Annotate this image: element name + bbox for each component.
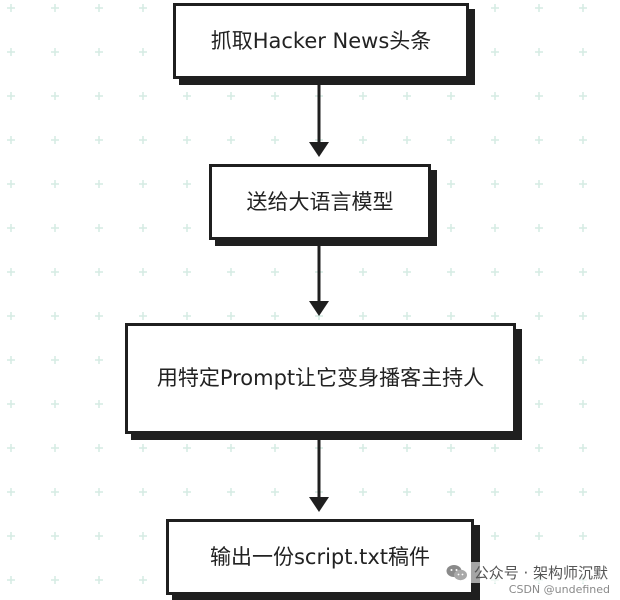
step-node-send-to-llm: 送给大语言模型 <box>209 164 431 240</box>
step-node-podcast-prompt: 用特定Prompt让它变身播客主持人 <box>125 323 516 434</box>
node-label: 抓取Hacker News头条 <box>210 28 432 53</box>
node-label: 输出一份script.txt稿件 <box>209 544 431 569</box>
arrowhead-icon <box>309 497 329 512</box>
arrowhead-icon <box>309 301 329 316</box>
watermark-text: 公众号 · 架构师沉默 <box>473 564 608 582</box>
arrowhead-icon <box>309 142 329 157</box>
background-grid <box>7 4 587 584</box>
step-node-output-script: 输出一份script.txt稿件 <box>166 519 474 595</box>
credit-text: CSDN @undefined <box>508 583 610 596</box>
connector-group <box>309 80 329 512</box>
node-label: 用特定Prompt让它变身播客主持人 <box>156 366 485 390</box>
wechat-icon <box>446 564 467 580</box>
step-node-fetch-headlines: 抓取Hacker News头条 <box>173 3 469 79</box>
node-label: 送给大语言模型 <box>246 189 394 214</box>
watermark: 公众号 · 架构师沉默 <box>445 562 608 583</box>
